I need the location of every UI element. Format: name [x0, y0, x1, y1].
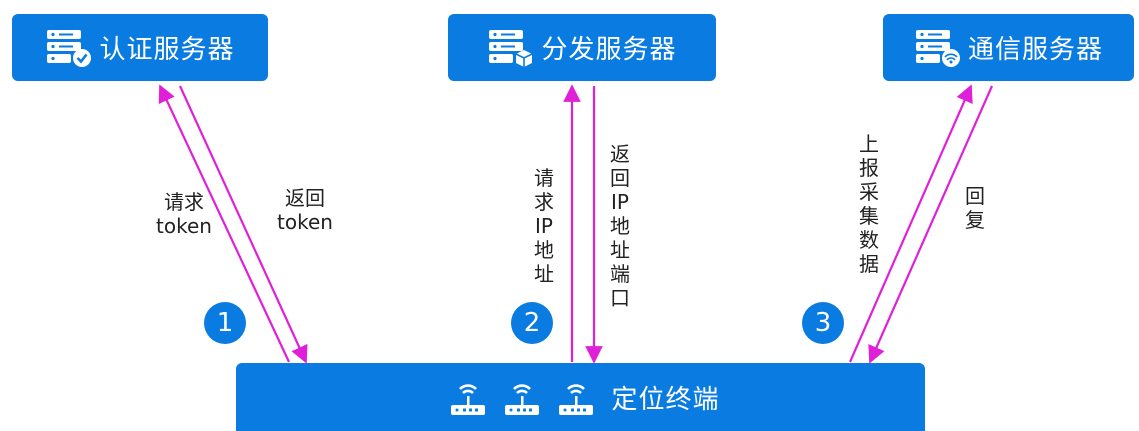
arrow-return-token — [178, 85, 308, 364]
comm-server-label: 通信服务器 — [967, 35, 1103, 65]
server-box-icon — [489, 29, 533, 67]
dist-server-box: 分发服务器 — [448, 14, 716, 81]
server-check-icon — [47, 29, 92, 67]
dist-server-label: 分发服务器 — [541, 35, 677, 65]
step-2-badge: 2 — [511, 302, 553, 344]
flow3-request-label: 上报采集数据 — [859, 132, 879, 276]
step-1-badge: 1 — [204, 302, 246, 344]
flow3-reply-label: 回复 — [965, 184, 985, 232]
step-3-badge: 3 — [802, 302, 844, 344]
arrow-request-token — [158, 84, 290, 363]
router-icon — [505, 384, 540, 415]
auth-server-box: 认证服务器 — [12, 14, 268, 81]
router-icon — [559, 384, 594, 415]
arrow-report-data — [848, 84, 973, 363]
server-wireless-icon — [915, 29, 960, 67]
flow2-request-label: 请求IP地址 — [534, 166, 554, 286]
flow1-request-label: 请求token — [156, 190, 212, 238]
flow2-reply-label: 返回IP地址端口 — [610, 142, 630, 310]
arrow-reply — [868, 85, 994, 364]
auth-server-label: 认证服务器 — [99, 35, 235, 65]
flow1-reply-label: 返回token — [277, 186, 333, 234]
terminal-label: 定位终端 — [611, 384, 720, 415]
router-icon — [451, 384, 486, 415]
comm-server-box: 通信服务器 — [883, 14, 1134, 81]
terminal-box: 定位终端 — [236, 363, 925, 431]
